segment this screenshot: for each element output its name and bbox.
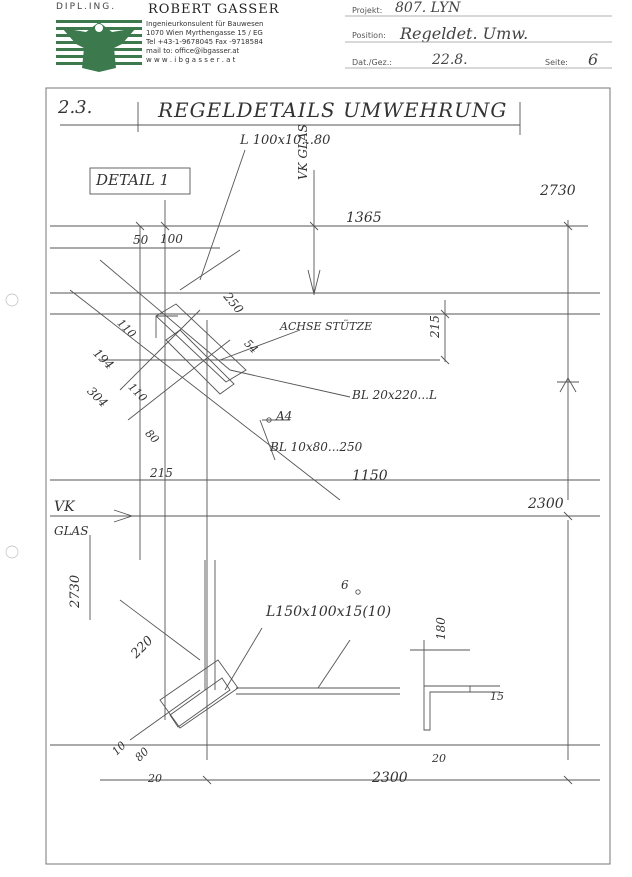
- angle-profile-bottom-label: L150x100x15(10): [266, 604, 392, 620]
- diagonal-line: [69, 289, 341, 501]
- company-phone: Tel +43-1-9678045 Fax -9718584: [146, 38, 263, 46]
- title-prefix: DIPL.ING.: [56, 2, 117, 12]
- projekt-value: 807. LYN: [395, 0, 461, 16]
- letterhead: DIPL.ING. ROBERT GASSER Ingenieurkonsule…: [56, 2, 296, 74]
- plate-2-label: BL 10x80...250: [270, 440, 363, 454]
- dimension-1150: 1150: [352, 468, 388, 484]
- position-label: Position:: [352, 31, 386, 40]
- leader-line: [199, 149, 246, 281]
- detail-label-box: [89, 167, 191, 195]
- company-email: mail to: office@ibgasser.at: [146, 47, 240, 55]
- diagonal-line: [127, 339, 231, 421]
- company-website: w w w . i b g a s s e r . a t: [146, 56, 236, 64]
- tick-mark: [563, 775, 573, 785]
- diagonal-line: [99, 259, 231, 371]
- weld-a4-label: A4: [276, 409, 293, 423]
- inclined-plate-top-inner: [165, 329, 235, 395]
- punch-hole: [5, 293, 19, 307]
- dimension-215-left: 215: [150, 466, 173, 480]
- inclined-plate-top: [155, 303, 247, 383]
- weld-symbol: [355, 589, 361, 595]
- dimension-15: 15: [490, 690, 504, 703]
- tick-mark: [440, 309, 450, 319]
- dimension-2300-right: 2300: [528, 496, 564, 512]
- leader-line: [219, 329, 301, 361]
- arrow-marker: [559, 377, 577, 393]
- dimension-2300-bottom: 2300: [372, 770, 408, 786]
- company-line-2: 1070 Wien Myrthengasse 15 / EG: [146, 29, 263, 37]
- leader-line: [224, 627, 263, 691]
- punch-hole: [5, 545, 19, 559]
- seite-value: 6: [588, 50, 599, 69]
- datum-value: 22.8.: [432, 52, 468, 68]
- diagonal-line: [119, 599, 201, 661]
- tick-mark: [563, 221, 573, 231]
- dimension-50: 50: [133, 233, 149, 247]
- angle-section: [423, 685, 471, 731]
- arrow-marker: [307, 269, 321, 295]
- dimension-215-right: 215: [428, 315, 442, 338]
- dimension-20-b: 20: [432, 752, 446, 765]
- tick-mark: [160, 221, 170, 231]
- tick-mark: [309, 221, 319, 231]
- diagonal-line: [119, 309, 201, 391]
- leader-line: [259, 419, 276, 461]
- dimension-2730-left: 2730: [68, 574, 83, 608]
- arrow-marker: [113, 509, 134, 523]
- detail-label: DETAIL 1: [96, 171, 170, 189]
- dimension-20-a: 20: [148, 772, 162, 785]
- tick-mark: [563, 511, 573, 521]
- leader-line: [229, 369, 351, 398]
- dimension-1365: 1365: [346, 210, 382, 226]
- section-title: REGELDETAILS UMWEHRUNG: [158, 98, 508, 122]
- weld-size-label: 6: [341, 578, 349, 592]
- datum-label: Dat./Gez.:: [352, 58, 392, 67]
- section-number: 2.3.: [58, 97, 93, 118]
- column-axis-label: ACHSE STÜTZE: [280, 320, 373, 333]
- diagonal-line: [179, 249, 241, 291]
- tick-mark: [202, 775, 212, 785]
- position-value: Regeldet. Umw.: [400, 24, 529, 43]
- glass-edge-left-label-2: GLAS: [54, 524, 89, 538]
- company-line-1: Ingenieurkonsulent für Bauwesen: [146, 20, 264, 28]
- company-name: ROBERT GASSER: [148, 2, 280, 17]
- seite-label: Seite:: [545, 58, 568, 67]
- dimension-100: 100: [160, 232, 183, 246]
- sheet-border: [45, 87, 611, 865]
- dimension-2730-top: 2730: [540, 183, 576, 199]
- eagle-logo-icon: [56, 20, 142, 72]
- diagonal-line: [129, 689, 201, 741]
- angle-profile-top-label: L 100x10...80: [240, 133, 331, 148]
- weld-symbol: [266, 417, 272, 423]
- plate-1-label: BL 20x220...L: [352, 388, 437, 402]
- glass-edge-left-label-1: VK: [54, 499, 75, 515]
- leader-line: [317, 639, 351, 689]
- glass-edge-top-label: VK GLAS: [296, 124, 310, 180]
- dimension-180: 180: [434, 617, 448, 640]
- inclined-plate-bottom-inner: [169, 677, 231, 728]
- tick-mark: [135, 221, 145, 231]
- tick-mark: [440, 355, 450, 365]
- projekt-label: Projekt:: [352, 6, 383, 15]
